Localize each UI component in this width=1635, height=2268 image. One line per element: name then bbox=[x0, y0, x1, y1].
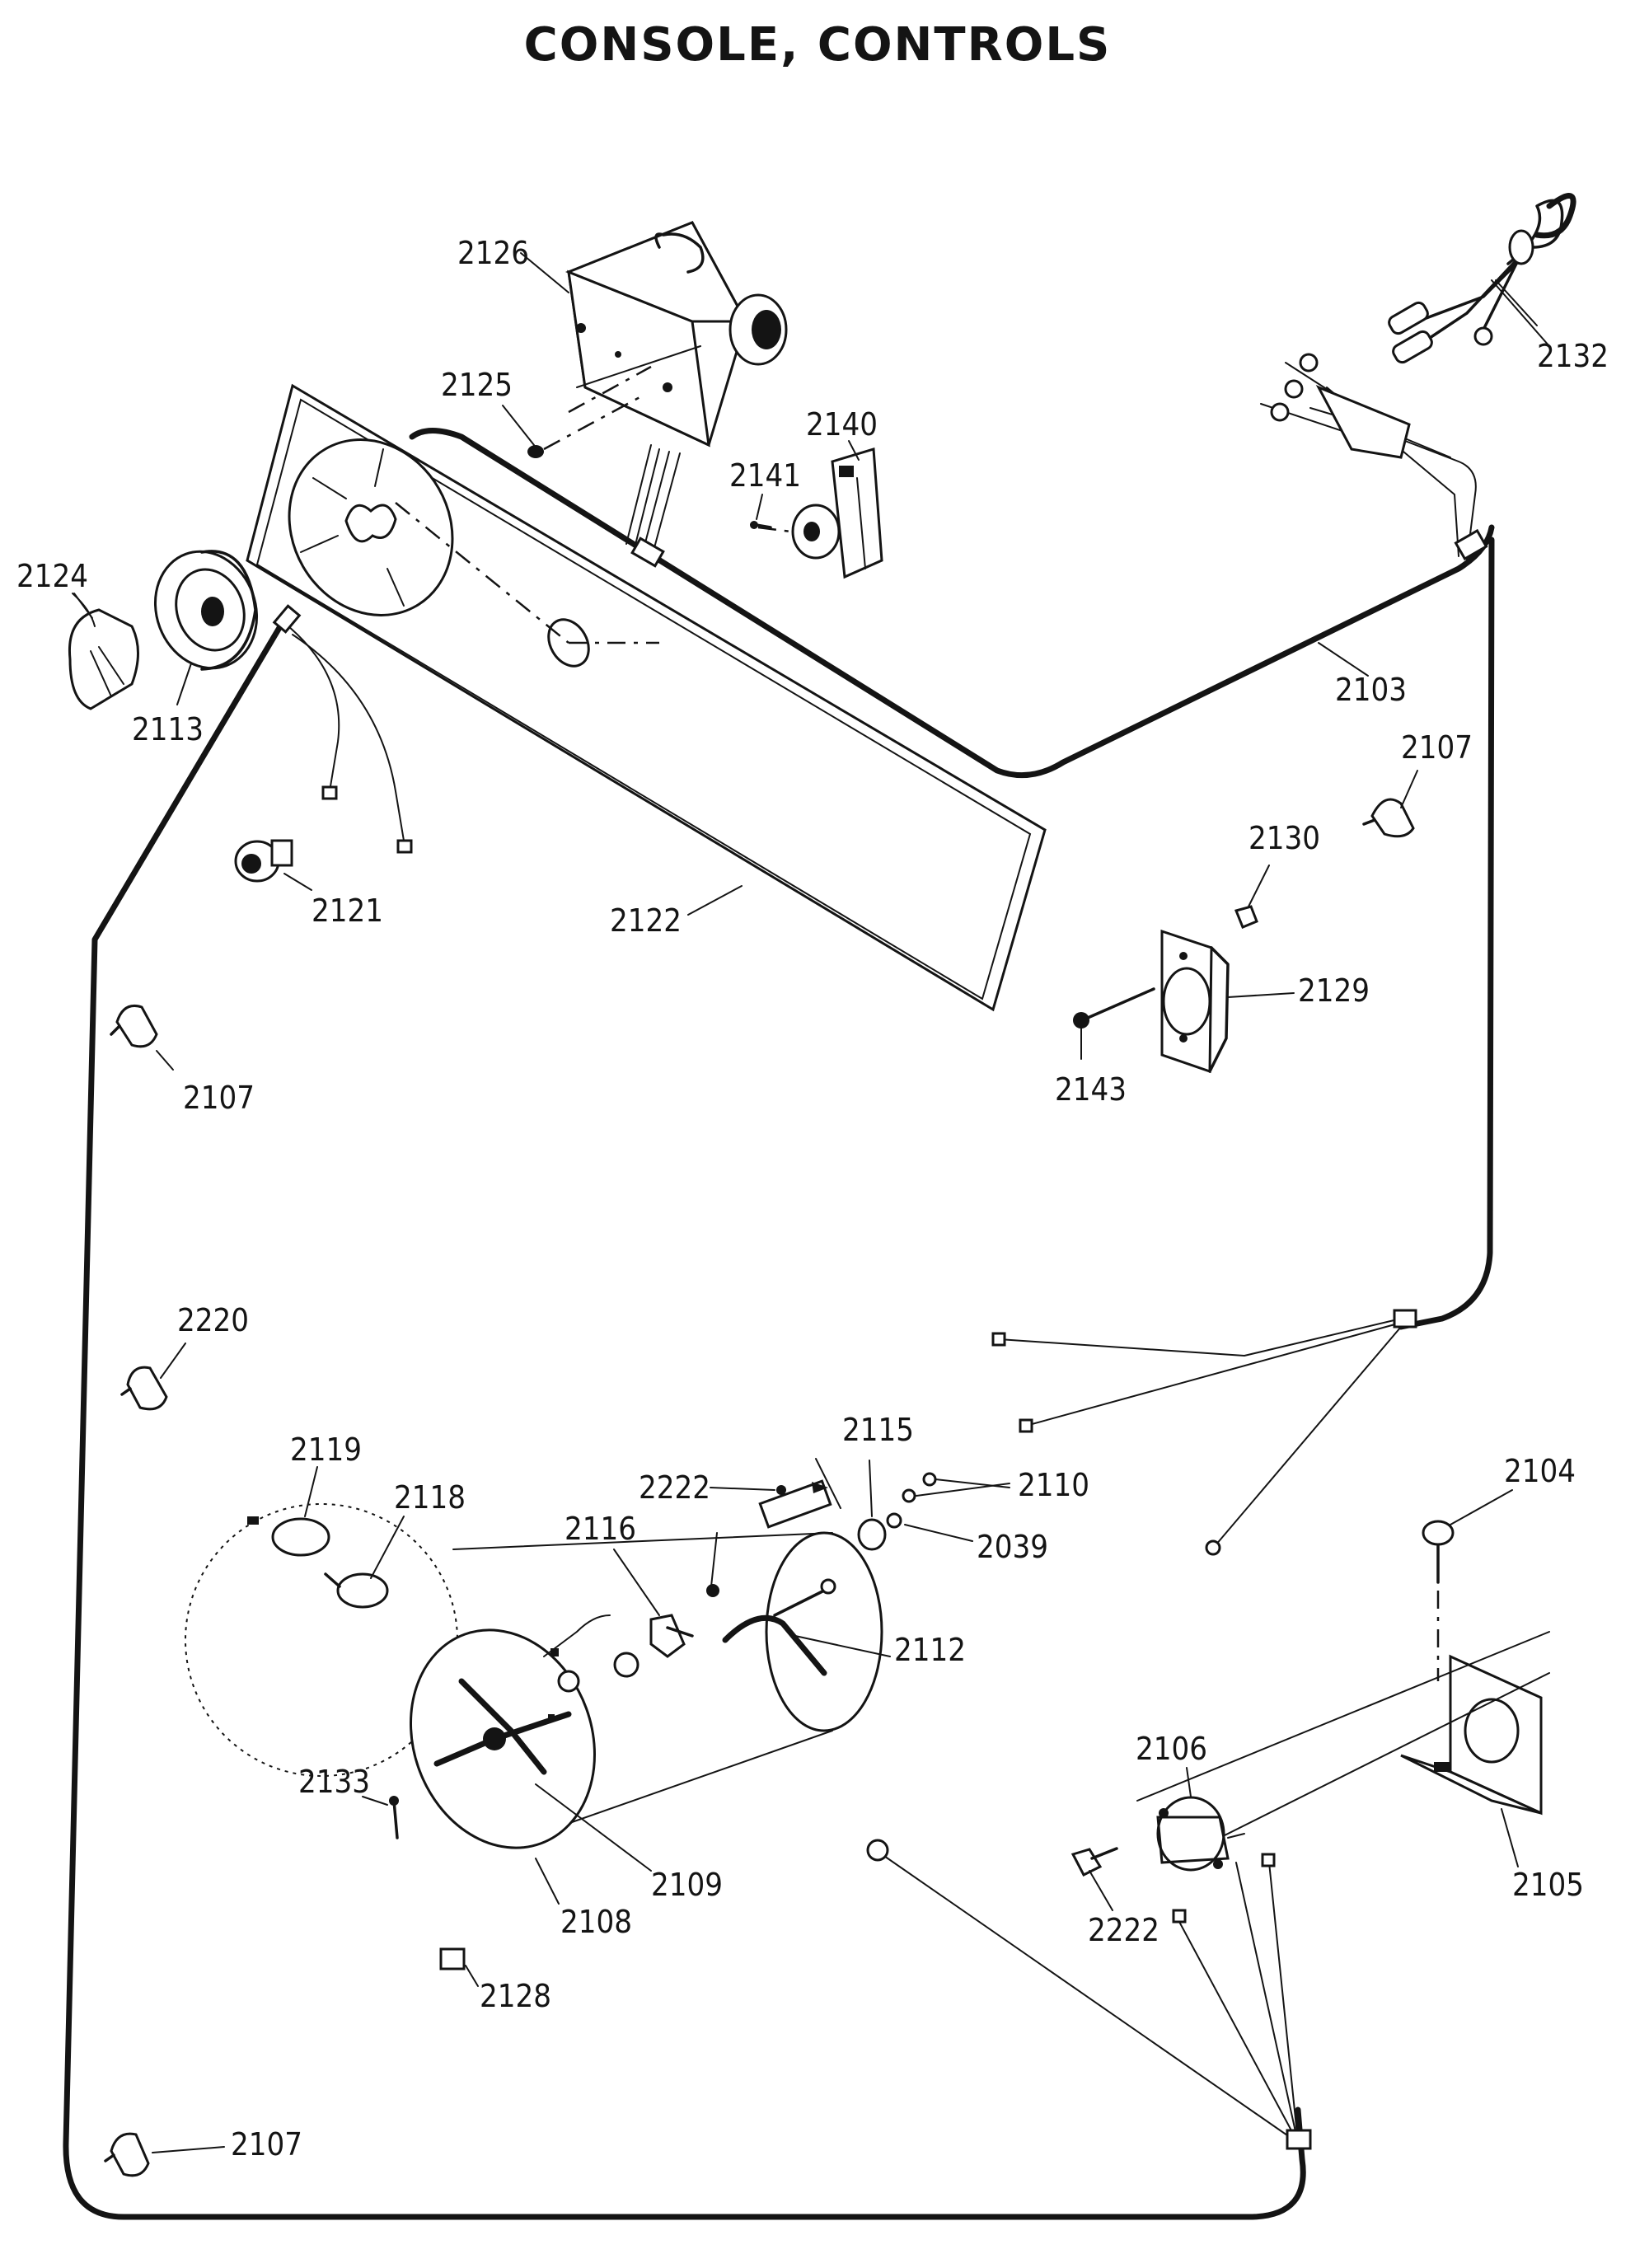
label-2130: 2130 bbox=[1249, 820, 1320, 856]
heater-assembly bbox=[185, 1503, 883, 1849]
part-2116-element bbox=[649, 1614, 694, 1658]
part-labels: 2126 2125 2140 2141 2132 2124 2113 2103 … bbox=[16, 235, 1609, 2163]
label-2106: 2106 bbox=[1136, 1731, 1207, 1767]
label-2125: 2125 bbox=[441, 367, 513, 403]
label-2107-right: 2107 bbox=[1401, 729, 1473, 766]
part-2118-clamp bbox=[324, 1572, 389, 1609]
clip-2107-left bbox=[110, 1005, 158, 1048]
part-2129-bracket bbox=[1160, 929, 1230, 1074]
label-2121: 2121 bbox=[312, 893, 383, 929]
label-2119: 2119 bbox=[290, 1432, 362, 1468]
part-2130-nut bbox=[1234, 905, 1258, 929]
part-2140-switch bbox=[791, 448, 883, 579]
label-2122: 2122 bbox=[610, 902, 682, 939]
part-2222-screw bbox=[706, 1584, 719, 1597]
label-2118: 2118 bbox=[394, 1479, 466, 1516]
label-2109: 2109 bbox=[651, 1867, 723, 1903]
label-2107-left: 2107 bbox=[183, 1080, 255, 1116]
clip-2220 bbox=[120, 1366, 168, 1411]
label-2105: 2105 bbox=[1512, 1867, 1584, 1903]
diagram-title: CONSOLE, CONTROLS bbox=[523, 18, 1112, 72]
label-2115: 2115 bbox=[842, 1412, 914, 1448]
leader-lines bbox=[73, 252, 1538, 2153]
label-2110: 2110 bbox=[1018, 1467, 1089, 1503]
label-2108: 2108 bbox=[560, 1904, 632, 1940]
wire-harness-2103-right bbox=[1398, 537, 1495, 1330]
part-2128-clip bbox=[439, 1947, 466, 1970]
part-2132-cord bbox=[1388, 193, 1576, 364]
label-2107-bottom: 2107 bbox=[231, 2126, 302, 2163]
part-2222-sensor bbox=[1070, 1847, 1118, 1877]
label-2220: 2220 bbox=[177, 1302, 249, 1338]
label-2116: 2116 bbox=[565, 1511, 636, 1547]
label-2129: 2129 bbox=[1298, 972, 1370, 1009]
part-2106-thermostat bbox=[1156, 1796, 1245, 1872]
part-2115-bushing bbox=[857, 1518, 887, 1551]
part-2110-nut-b bbox=[922, 1472, 937, 1487]
label-2113: 2113 bbox=[132, 711, 204, 747]
label-2141: 2141 bbox=[729, 457, 801, 494]
label-2140: 2140 bbox=[806, 406, 878, 443]
part-2125-screw bbox=[527, 365, 652, 458]
part-2105-bracket bbox=[1136, 1631, 1550, 1855]
part-2121-lamp bbox=[234, 839, 293, 883]
wire-harness-2103 bbox=[63, 623, 1306, 2220]
part-2222-bracket bbox=[758, 1479, 832, 1529]
part-2126-timer bbox=[565, 221, 788, 555]
part-2124-knob bbox=[68, 608, 139, 710]
part-2133-screw bbox=[389, 1796, 399, 1839]
label-2103: 2103 bbox=[1335, 672, 1407, 708]
label-2128: 2128 bbox=[480, 1978, 551, 2014]
label-2132: 2132 bbox=[1537, 338, 1609, 374]
part-2119-plug bbox=[271, 1517, 330, 1557]
label-2143: 2143 bbox=[1055, 1071, 1127, 1108]
part-2143-screw bbox=[1073, 987, 1155, 1029]
label-2222-bottom: 2222 bbox=[1088, 1912, 1159, 1948]
part-2122-panel bbox=[246, 383, 1047, 1012]
label-2104: 2104 bbox=[1504, 1453, 1576, 1489]
part-2039-washer bbox=[886, 1512, 902, 1529]
label-2112: 2112 bbox=[894, 1632, 966, 1668]
part-2113-dial bbox=[153, 550, 259, 671]
part-2110-nut-a bbox=[902, 1488, 916, 1503]
label-2039: 2039 bbox=[977, 1529, 1048, 1565]
clip-2107-right bbox=[1362, 798, 1415, 838]
part-2104-bolt bbox=[1422, 1520, 1455, 1681]
label-2126: 2126 bbox=[457, 235, 529, 271]
label-2124: 2124 bbox=[16, 558, 88, 594]
label-2133: 2133 bbox=[298, 1764, 370, 1800]
clip-2107-bottom bbox=[104, 2132, 150, 2177]
label-2222-top: 2222 bbox=[639, 1469, 710, 1506]
